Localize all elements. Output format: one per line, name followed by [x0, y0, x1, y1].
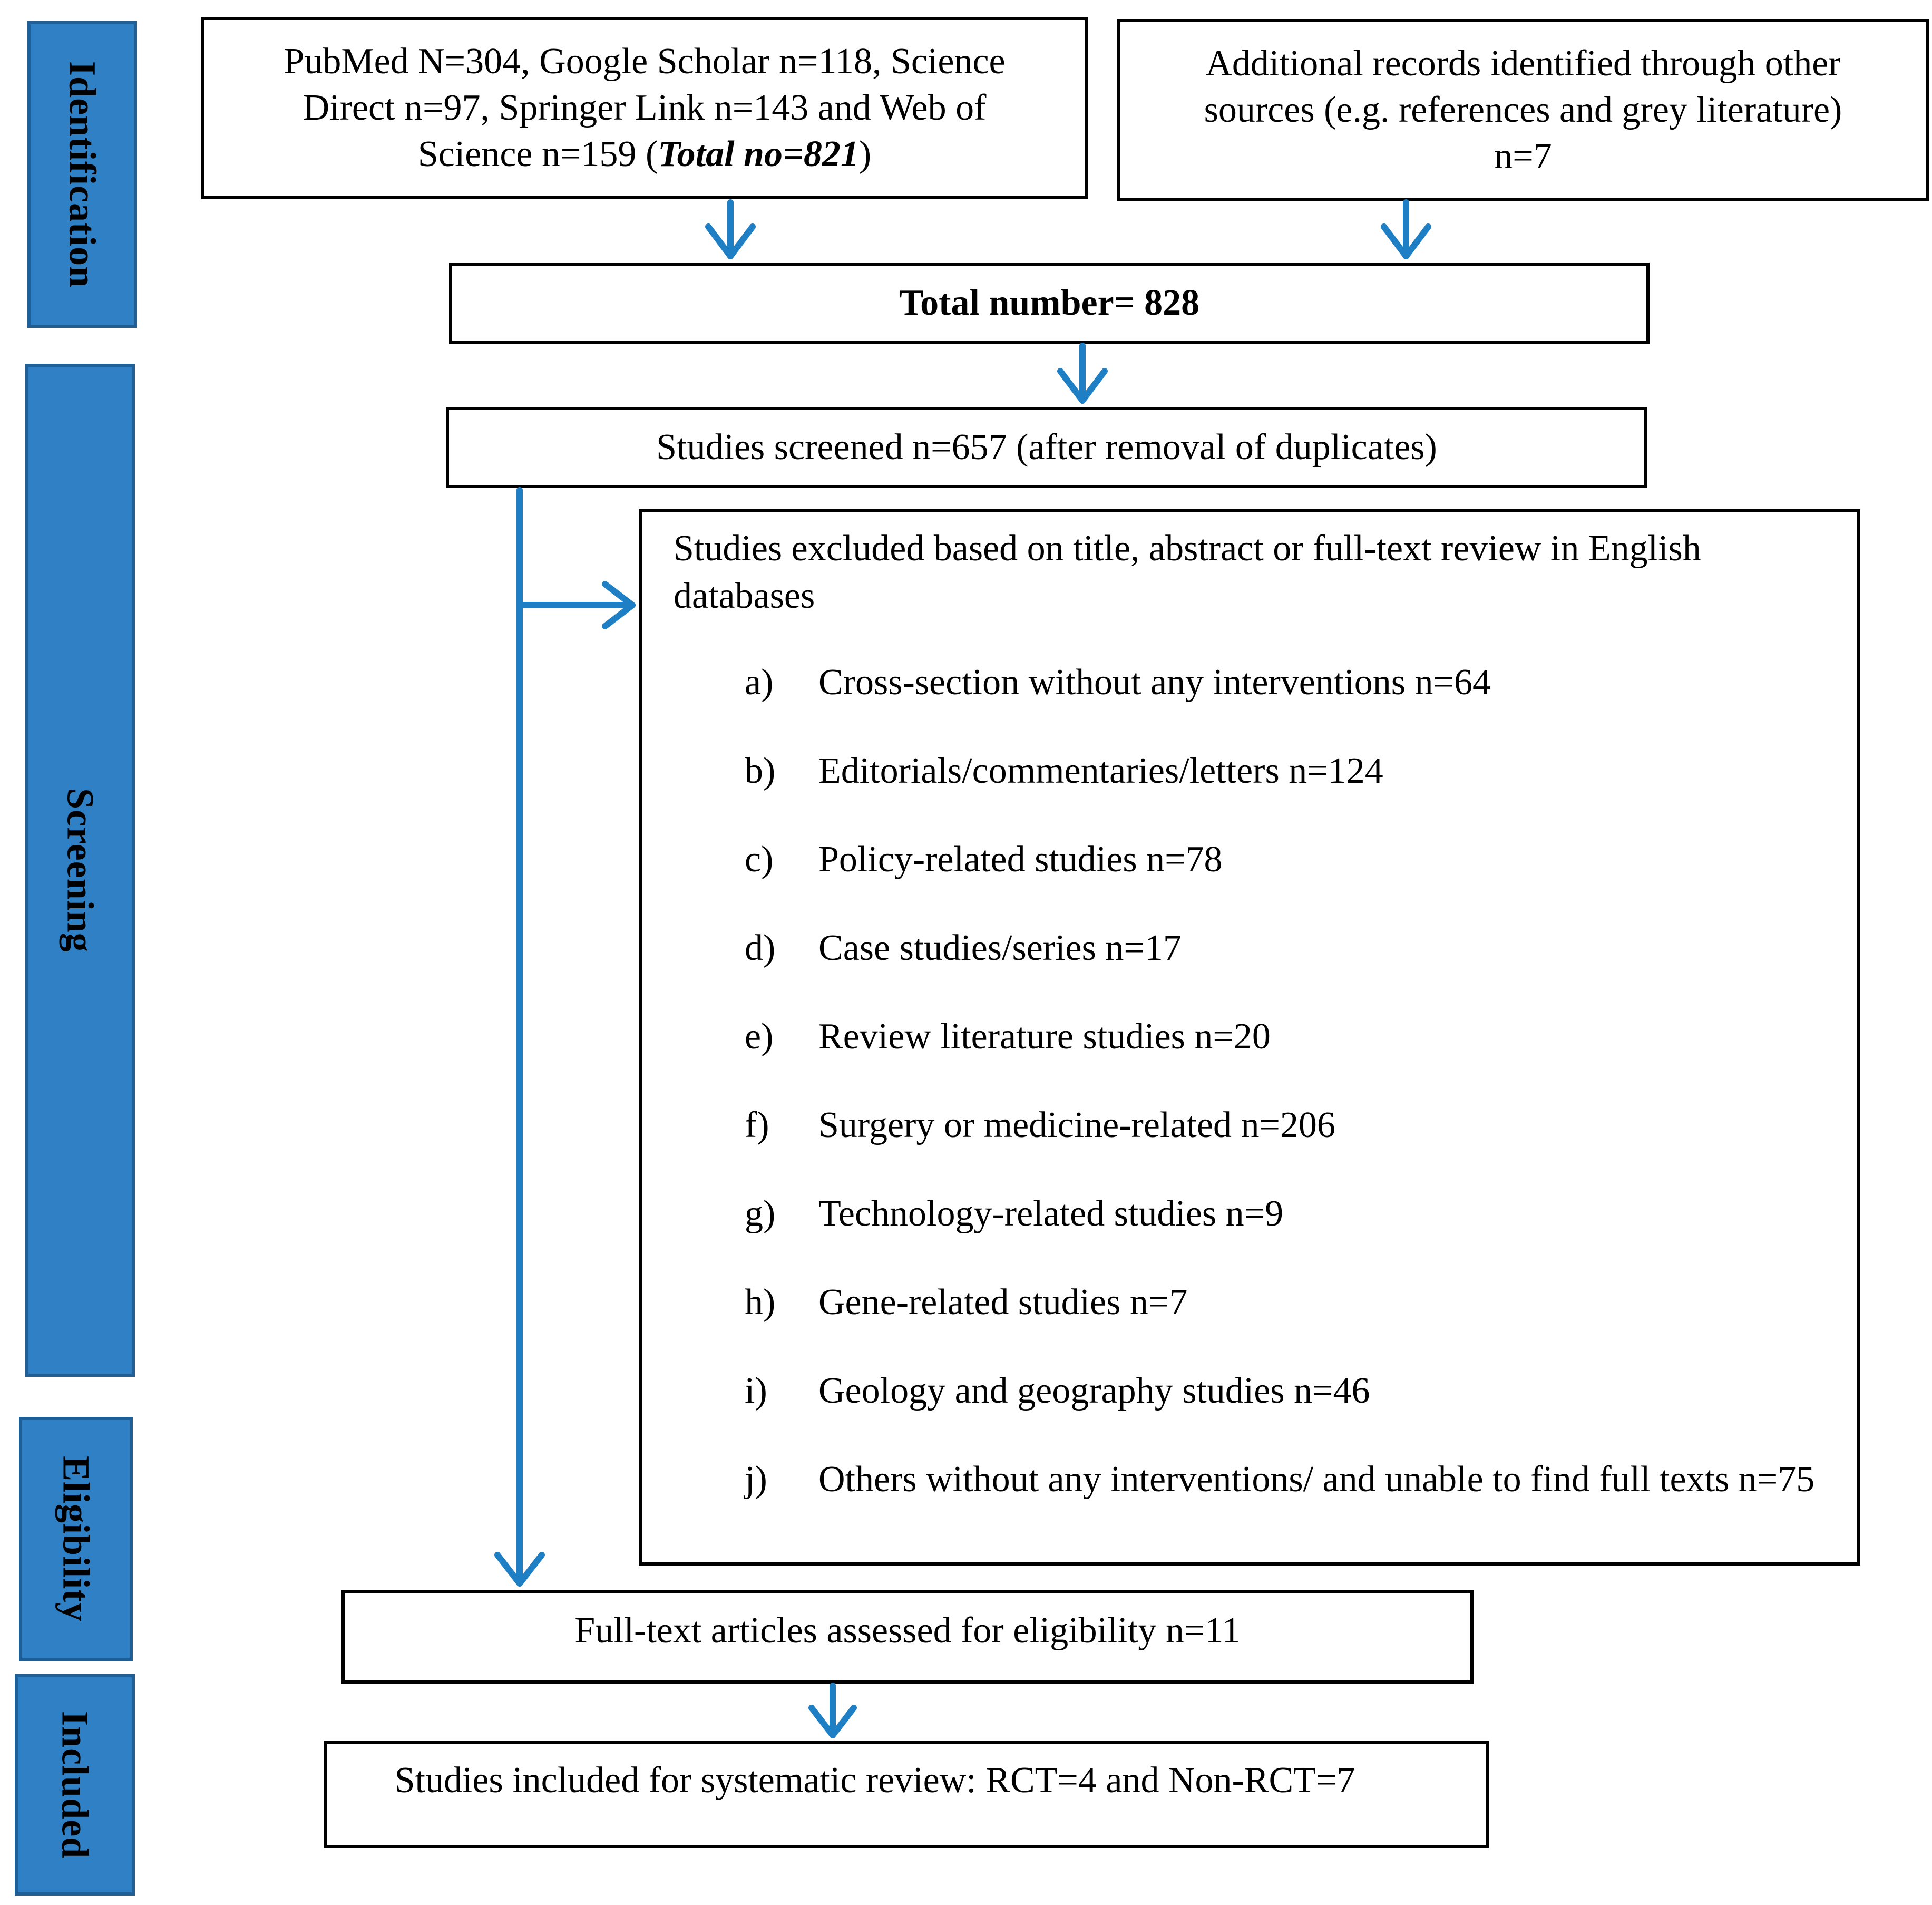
phase-identification: Identification	[27, 21, 137, 328]
arrowhead-eligibility	[494, 1552, 545, 1587]
list-item: i)Geology and geography studies n=46	[745, 1371, 1370, 1411]
other-sources-line-3: n=7	[1494, 136, 1552, 177]
arrowhead-other	[1381, 223, 1431, 259]
excluded-heading: Studies excluded based on title, abstrac…	[674, 528, 1701, 616]
included-text: Studies included for systematic review: …	[394, 1760, 1355, 1801]
phase-eligibility: Eligibility	[19, 1417, 133, 1661]
total-number-box: Total number= 828	[449, 263, 1650, 344]
list-item: h)Gene-related studies n=7	[745, 1282, 1188, 1323]
databases-total: Total no=821	[658, 134, 859, 174]
arrowhead-included	[808, 1705, 857, 1738]
eligibility-text: Full-text articles assessed for eligibil…	[574, 1610, 1241, 1651]
phase-screening-label: Screening	[59, 788, 102, 952]
other-sources-line-2: sources (e.g. references and grey litera…	[1204, 90, 1842, 130]
eligibility-box: Full-text articles assessed for eligibil…	[341, 1590, 1474, 1684]
other-sources-box: Additional records identified through ot…	[1117, 19, 1929, 201]
phase-included-label: Included	[54, 1710, 96, 1859]
screened-text: Studies screened n=657 (after removal of…	[656, 427, 1437, 468]
arrowhead-excluded	[602, 581, 636, 629]
other-sources-line-1: Additional records identified through ot…	[1205, 43, 1841, 84]
list-item: a)Cross-section without any intervention…	[745, 662, 1491, 703]
databases-line-1: PubMed N=304, Google Scholar n=118, Scie…	[284, 41, 1006, 82]
list-item: b)Editorials/commentaries/letters n=124	[745, 751, 1383, 791]
list-item: j)Others without any interventions/ and …	[745, 1459, 1815, 1500]
arrowhead-total	[1057, 368, 1108, 404]
list-item: e)Review literature studies n=20	[745, 1016, 1271, 1057]
databases-box: PubMed N=304, Google Scholar n=118, Scie…	[201, 17, 1088, 199]
arrowhead-databases	[705, 223, 756, 259]
included-box: Studies included for systematic review: …	[324, 1741, 1489, 1848]
phase-identification-label: Identification	[61, 61, 104, 288]
phase-eligibility-label: Eligibility	[55, 1456, 97, 1622]
list-item: d)Case studies/series n=17	[745, 928, 1182, 968]
screened-box: Studies screened n=657 (after removal of…	[446, 407, 1647, 488]
phase-included: Included	[15, 1674, 135, 1896]
list-item: f)Surgery or medicine-related n=206	[745, 1105, 1335, 1145]
databases-line-2: Direct n=97, Springer Link n=143 and Web…	[303, 88, 987, 128]
phase-screening: Screening	[25, 364, 135, 1377]
total-number-text: Total number= 828	[899, 283, 1200, 323]
list-item: g)Technology-related studies n=9	[745, 1193, 1284, 1234]
excluded-list: a)Cross-section without any intervention…	[745, 660, 1828, 1546]
list-item: c)Policy-related studies n=78	[745, 839, 1223, 880]
databases-line-3: Science n=159 (Total no=821)	[417, 134, 872, 174]
excluded-box: Studies excluded based on title, abstrac…	[639, 509, 1860, 1566]
